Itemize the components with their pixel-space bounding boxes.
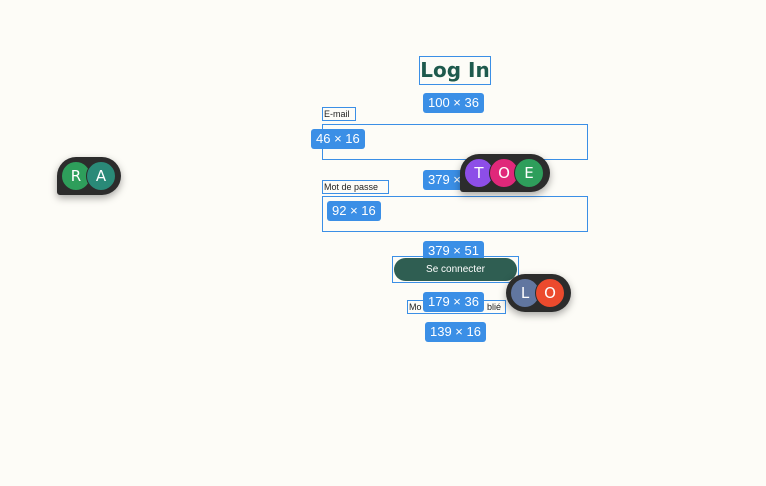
avatar[interactable]: O xyxy=(535,278,565,308)
email-label: E-mail xyxy=(324,109,350,119)
presence-cluster-bottom[interactable]: L O xyxy=(506,274,571,312)
avatar[interactable]: R xyxy=(61,161,91,191)
forgot-dimension-badge: 139 × 16 xyxy=(425,322,486,342)
email-label-dimension-badge: 46 × 16 xyxy=(311,129,365,149)
title-dimension-badge: 100 × 36 xyxy=(423,93,484,113)
avatar[interactable]: A xyxy=(86,161,116,191)
submit-dimension-badge: 179 × 36 xyxy=(423,292,484,312)
presence-cluster-left[interactable]: R A xyxy=(57,157,121,195)
email-label-outline xyxy=(322,107,356,121)
avatar[interactable]: E xyxy=(514,158,544,188)
forgot-password-link-start[interactable]: Mo xyxy=(409,302,422,312)
password-label-dimension-badge: 92 × 16 xyxy=(327,201,381,221)
forgot-password-link-end[interactable]: blié xyxy=(487,302,502,312)
login-button[interactable]: Se connecter xyxy=(394,258,517,281)
page-title: Log In xyxy=(420,58,490,82)
email-field-dimension-badge: 379 × xyxy=(423,170,469,190)
password-label-outline xyxy=(322,180,389,194)
password-field[interactable] xyxy=(322,196,588,232)
password-label: Mot de passe xyxy=(324,182,379,192)
title-selection-outline xyxy=(419,56,491,85)
submit-selection-outline xyxy=(392,256,519,283)
presence-cluster-top[interactable]: T O E xyxy=(460,154,550,192)
